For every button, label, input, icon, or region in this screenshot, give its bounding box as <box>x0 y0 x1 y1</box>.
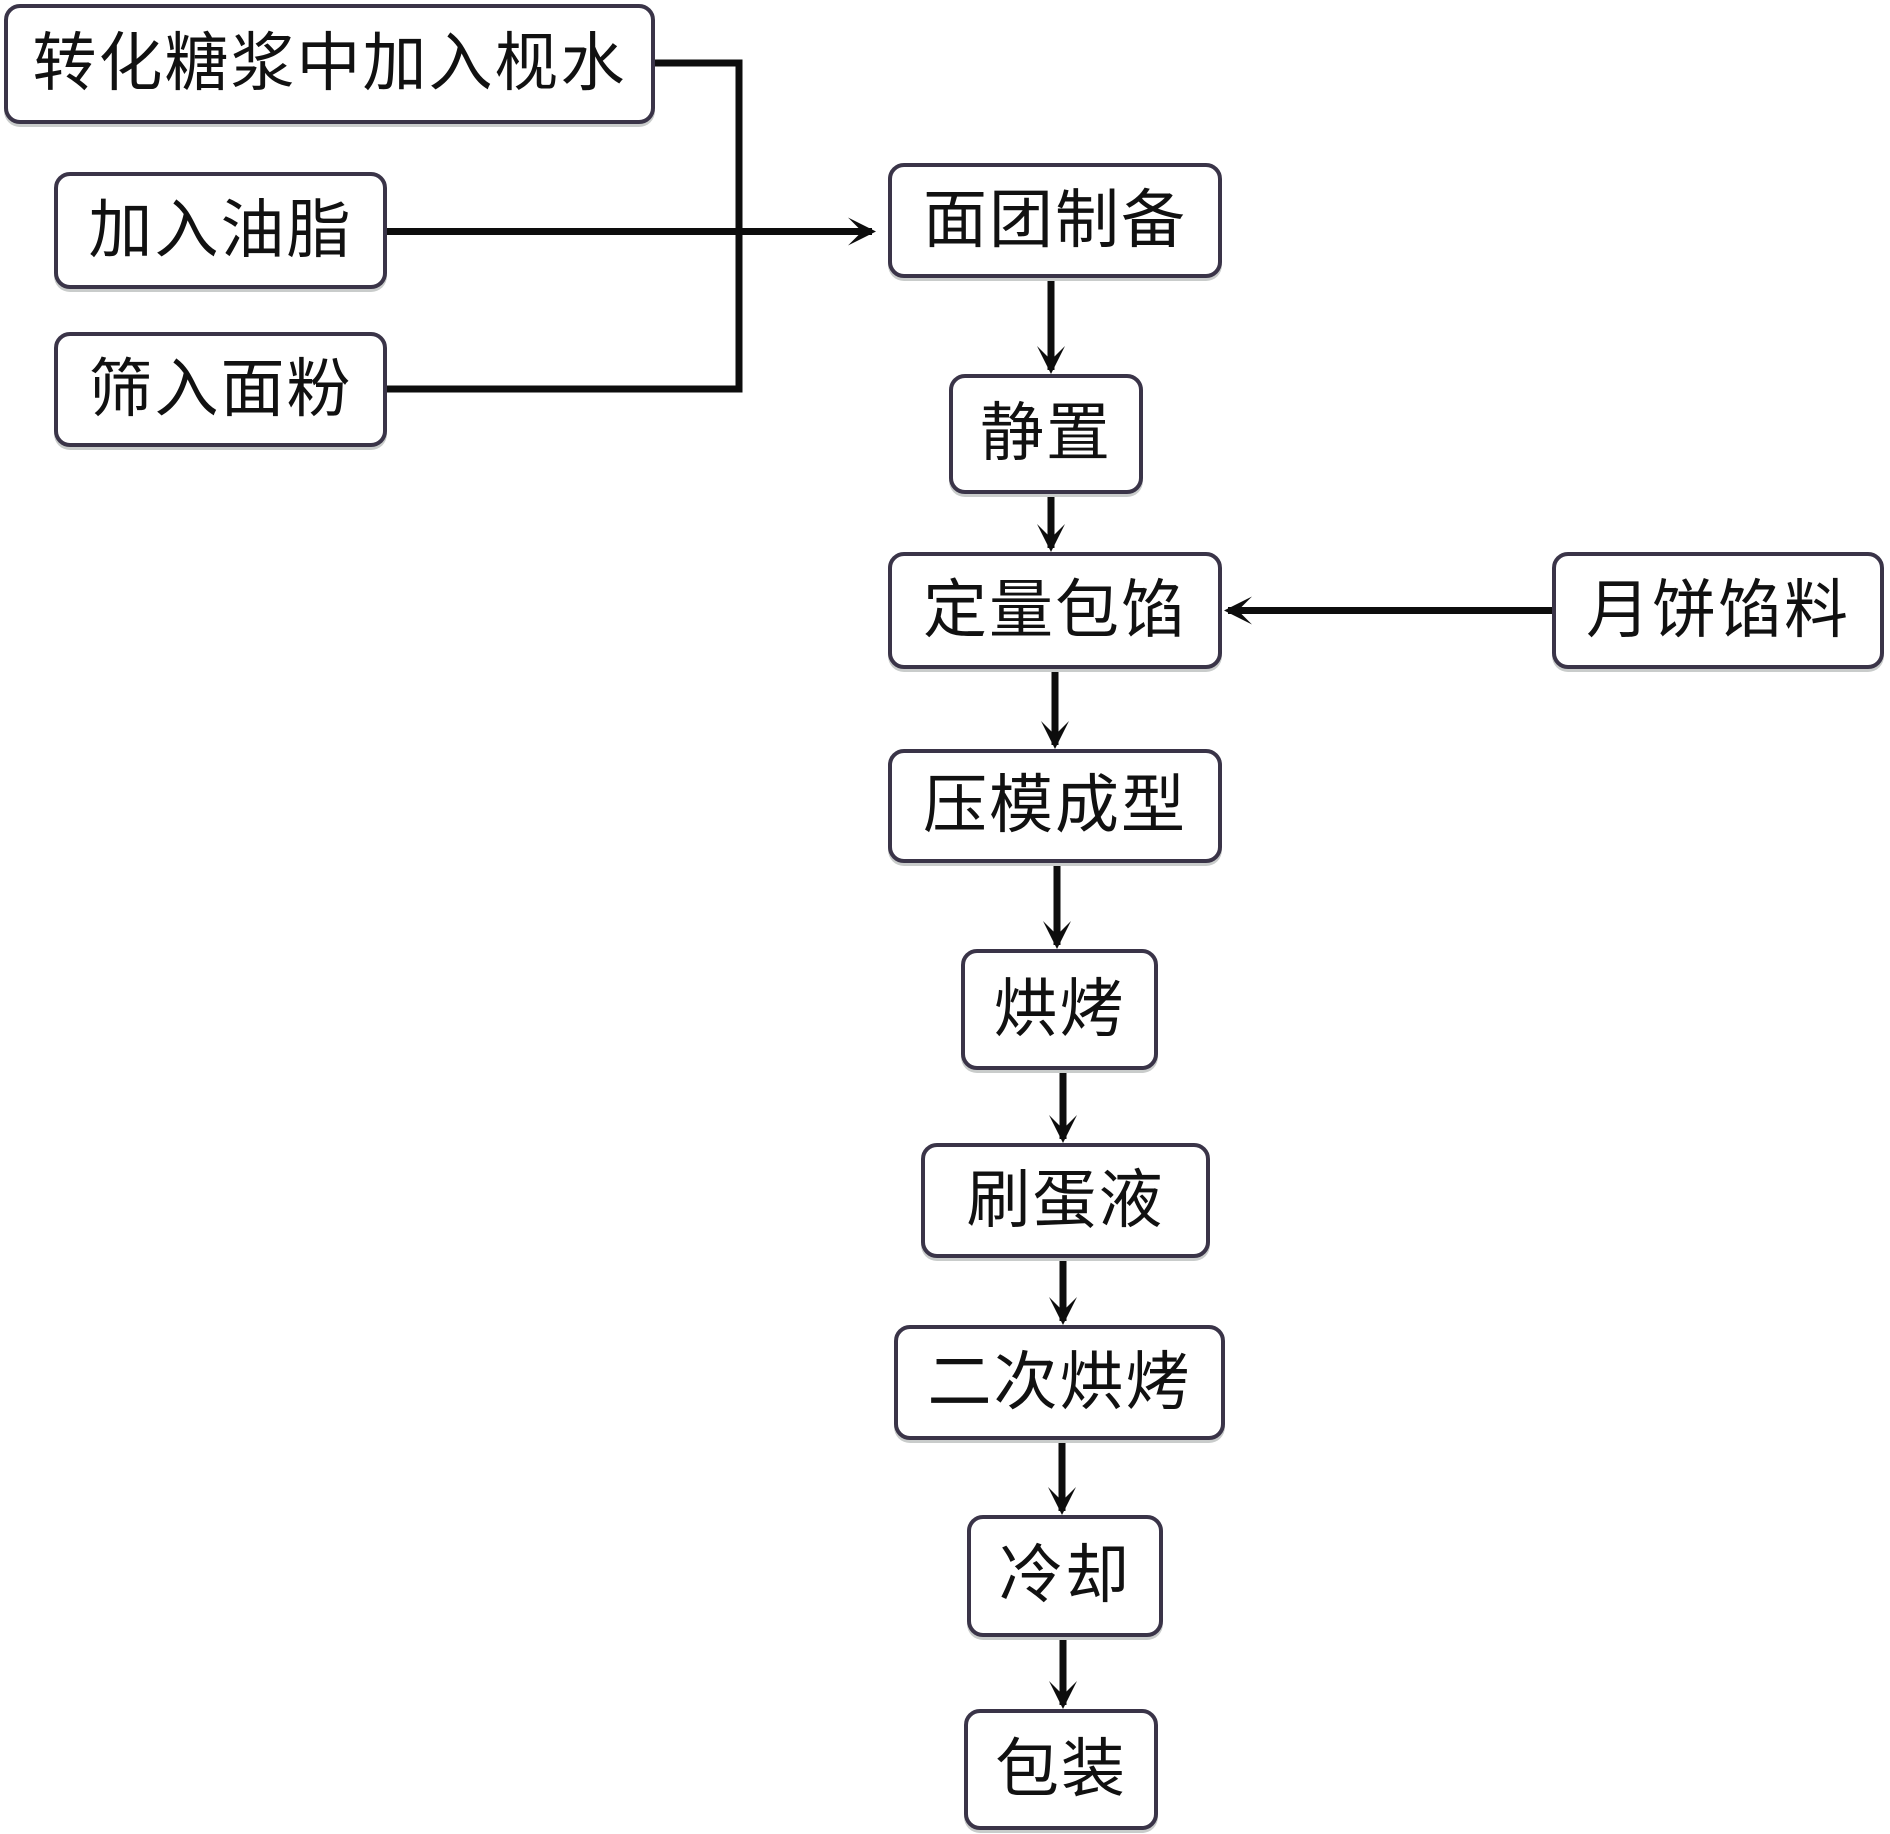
arrow-down-icon <box>1037 346 1065 374</box>
step-node-packaging: 包装 <box>964 1709 1158 1830</box>
arrow-right-icon <box>848 217 876 246</box>
input-node-mooncake-filling: 月饼馅料 <box>1552 552 1884 669</box>
node-label: 压模成型 <box>923 769 1187 843</box>
node-label: 定量包馅 <box>923 573 1187 648</box>
node-label: 静置 <box>980 397 1112 471</box>
input-node-sift-flour: 筛入面粉 <box>54 332 387 447</box>
node-label: 筛入面粉 <box>88 352 353 427</box>
node-label: 转化糖浆中加入枧水 <box>32 27 627 101</box>
node-label: 烘烤 <box>993 972 1126 1047</box>
step-node-cooling: 冷却 <box>967 1515 1163 1637</box>
arrow-down-icon <box>1048 1487 1076 1515</box>
input-node-syrup-lye-water: 转化糖浆中加入枧水 <box>4 4 655 124</box>
node-label: 月饼馅料 <box>1586 573 1850 648</box>
node-label: 二次烘烤 <box>927 1345 1192 1420</box>
arrow-left-icon <box>1224 596 1252 625</box>
step-node-second-baking: 二次烘烤 <box>894 1325 1225 1440</box>
node-label: 冷却 <box>999 1539 1131 1613</box>
input-node-add-oil: 加入油脂 <box>54 172 387 289</box>
merge-connector-line <box>387 59 743 393</box>
node-label: 包装 <box>995 1732 1127 1807</box>
node-label: 面团制备 <box>923 183 1187 258</box>
arrow-down-icon <box>1049 1115 1077 1143</box>
arrow-down-icon <box>1043 921 1071 949</box>
edges-group <box>387 59 1552 1709</box>
step-node-baking: 烘烤 <box>961 949 1158 1070</box>
step-node-filling-wrap: 定量包馅 <box>888 552 1222 669</box>
arrow-down-icon <box>1049 1681 1077 1709</box>
node-label: 刷蛋液 <box>966 1163 1165 1238</box>
arrow-down-icon <box>1041 721 1069 749</box>
step-node-egg-wash: 刷蛋液 <box>921 1143 1210 1258</box>
step-node-mold-forming: 压模成型 <box>888 749 1222 863</box>
arrow-down-icon <box>1049 1297 1077 1325</box>
node-label: 加入油脂 <box>88 193 353 268</box>
arrow-down-icon <box>1037 524 1065 552</box>
step-node-resting: 静置 <box>949 374 1143 494</box>
step-node-dough-preparation: 面团制备 <box>888 163 1222 278</box>
